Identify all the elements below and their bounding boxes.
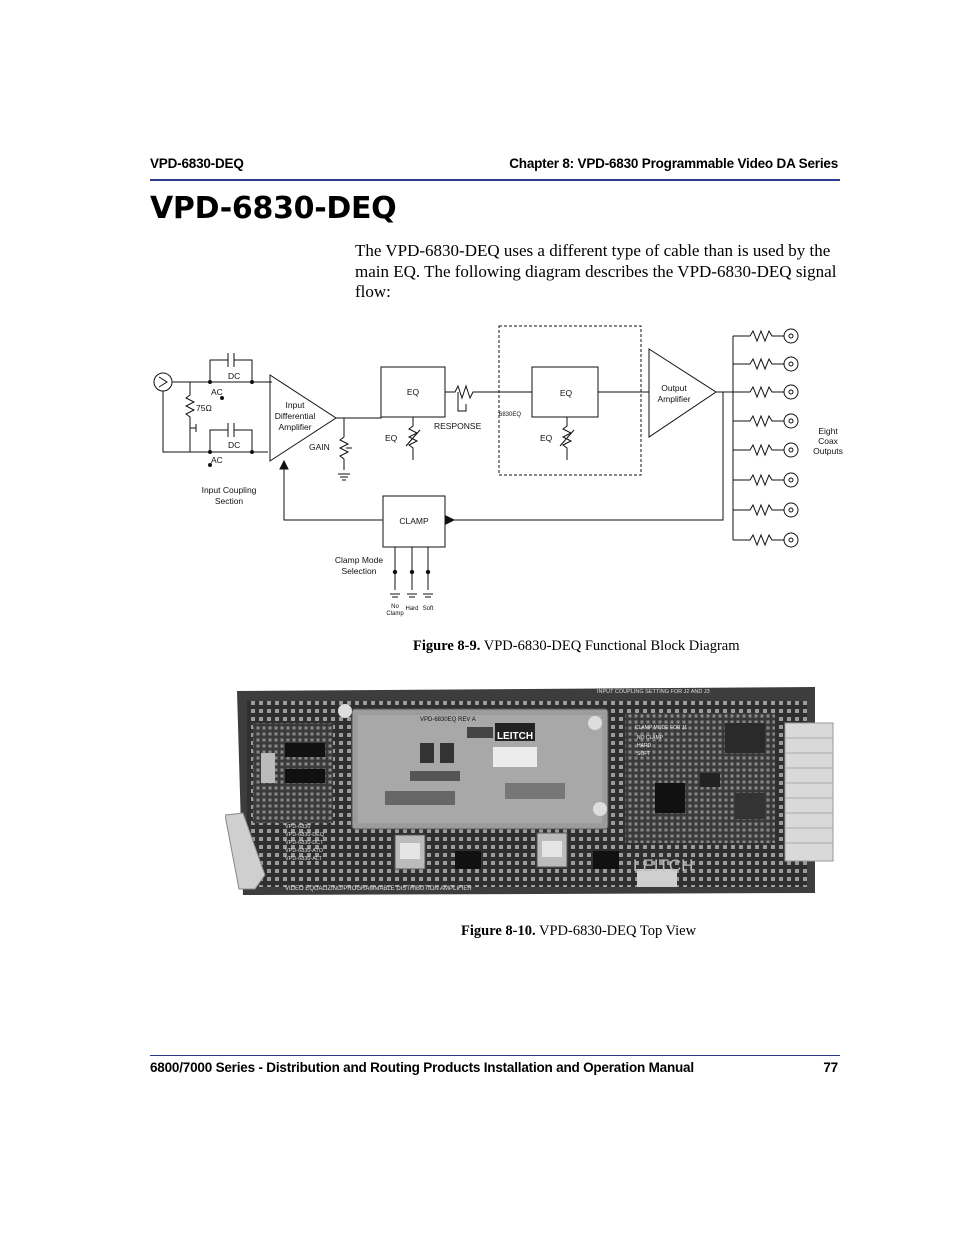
label-75ohm: 75Ω <box>196 403 212 413</box>
label-output-amp-2: Amplifier <box>657 394 690 404</box>
board-model-3: VPD-6830-DCT <box>285 840 324 846</box>
label-ac-bottom: AC <box>211 455 223 465</box>
board-photo: VPD-6830EQ REV A LEITCH INPUT COUPLING S… <box>225 683 835 898</box>
label-soft: Soft <box>423 606 434 612</box>
board-model-2: VPD-6830-DEQ <box>285 832 325 838</box>
output-amp-triangle <box>649 349 716 437</box>
label-coupling-2: Section <box>215 496 244 506</box>
page-number: 77 <box>823 1060 838 1075</box>
label-hard: Hard <box>405 606 418 612</box>
board-model-5: VPD-6830-ALT <box>285 856 323 862</box>
coax-output-4 <box>733 414 798 428</box>
label-sub-board: 6830EQ <box>499 412 521 418</box>
label-clamp-mode-2: Selection <box>342 566 377 576</box>
label-response: RESPONSE <box>434 421 482 431</box>
figure-8-9-number: Figure 8-9. <box>413 638 480 654</box>
input-connector-icon <box>154 373 172 391</box>
label-eq-2: EQ <box>560 388 573 398</box>
figure-8-9-text: VPD-6830-DEQ Functional Block Diagram <box>484 638 740 654</box>
label-eq-adj-2: EQ <box>540 433 553 443</box>
footer-rule <box>150 1055 840 1056</box>
label-input-amp-1: Input <box>286 400 306 410</box>
board-top-text: INPUT COUPLING SETTING FOR J2 AND J3 <box>597 689 710 695</box>
coax-output-8 <box>733 533 798 547</box>
label-no-clamp-1: No <box>391 604 399 610</box>
label-ac-top: AC <box>211 387 223 397</box>
coax-output-6 <box>733 473 798 487</box>
header-rule <box>150 179 840 181</box>
sub-board-outline <box>499 326 641 475</box>
figure-8-10-caption: Figure 8-10. VPD-6830-DEQ Top View <box>461 923 696 940</box>
block-diagram: DC AC 75Ω DC AC Input Differential Ampli… <box>148 318 848 623</box>
label-eq-adj-1: EQ <box>385 433 398 443</box>
coax-output-5 <box>733 443 798 457</box>
label-dc-bottom: DC <box>228 440 240 450</box>
board-clamp-text-4: SOFT <box>637 751 650 757</box>
module-label: VPD-6830EQ REV A <box>420 717 476 723</box>
intro-paragraph: The VPD-6830-DEQ uses a different type o… <box>355 241 845 303</box>
figure-8-10-number: Figure 8-10. <box>461 923 536 939</box>
module-brand: LEITCH <box>497 731 533 742</box>
page-title: VPD-6830-DEQ <box>150 191 396 226</box>
board-bottom-text: VIDEO EQUALIZING/PROGRAMMABLE DISTRIBUTI… <box>285 886 472 892</box>
board-clamp-text-1: CLAMP MODE FOR J1 <box>635 725 687 731</box>
label-clamp: CLAMP <box>399 516 429 526</box>
label-gain: GAIN <box>309 442 330 452</box>
coax-output-7 <box>733 503 798 517</box>
board-model-4: VPD-6830-ATO <box>285 848 324 854</box>
label-clamp-mode-1: Clamp Mode <box>335 555 383 565</box>
label-coupling-1: Input Coupling <box>202 485 257 495</box>
label-outputs-1: Eight <box>818 426 838 436</box>
running-header-left: VPD-6830-DEQ <box>150 156 244 171</box>
figure-8-9-caption: Figure 8-9. VPD-6830-DEQ Functional Bloc… <box>413 638 740 655</box>
label-eq-1: EQ <box>407 387 420 397</box>
coax-output-2 <box>733 357 798 371</box>
board-model-1: VPD-6830 <box>285 824 310 830</box>
board-brand: LEITCH <box>633 856 693 875</box>
label-input-amp-3: Amplifier <box>278 422 311 432</box>
coax-output-1 <box>733 329 798 343</box>
coax-output-3 <box>733 385 798 399</box>
running-header-right: Chapter 8: VPD-6830 Programmable Video D… <box>509 156 838 171</box>
label-dc-top: DC <box>228 371 240 381</box>
label-input-amp-2: Differential <box>275 411 316 421</box>
figure-8-10-text: VPD-6830-DEQ Top View <box>539 923 696 939</box>
footer-title: 6800/7000 Series - Distribution and Rout… <box>150 1060 694 1075</box>
board-clamp-text-2: NO CLAMP <box>637 735 664 741</box>
label-outputs-2: Coax <box>818 436 839 446</box>
label-outputs-3: Outputs <box>813 446 843 456</box>
edge-connector <box>785 723 833 861</box>
label-output-amp-1: Output <box>661 383 687 393</box>
board-clamp-text-3: HARD <box>637 743 652 749</box>
label-no-clamp-2: Clamp <box>386 611 404 617</box>
